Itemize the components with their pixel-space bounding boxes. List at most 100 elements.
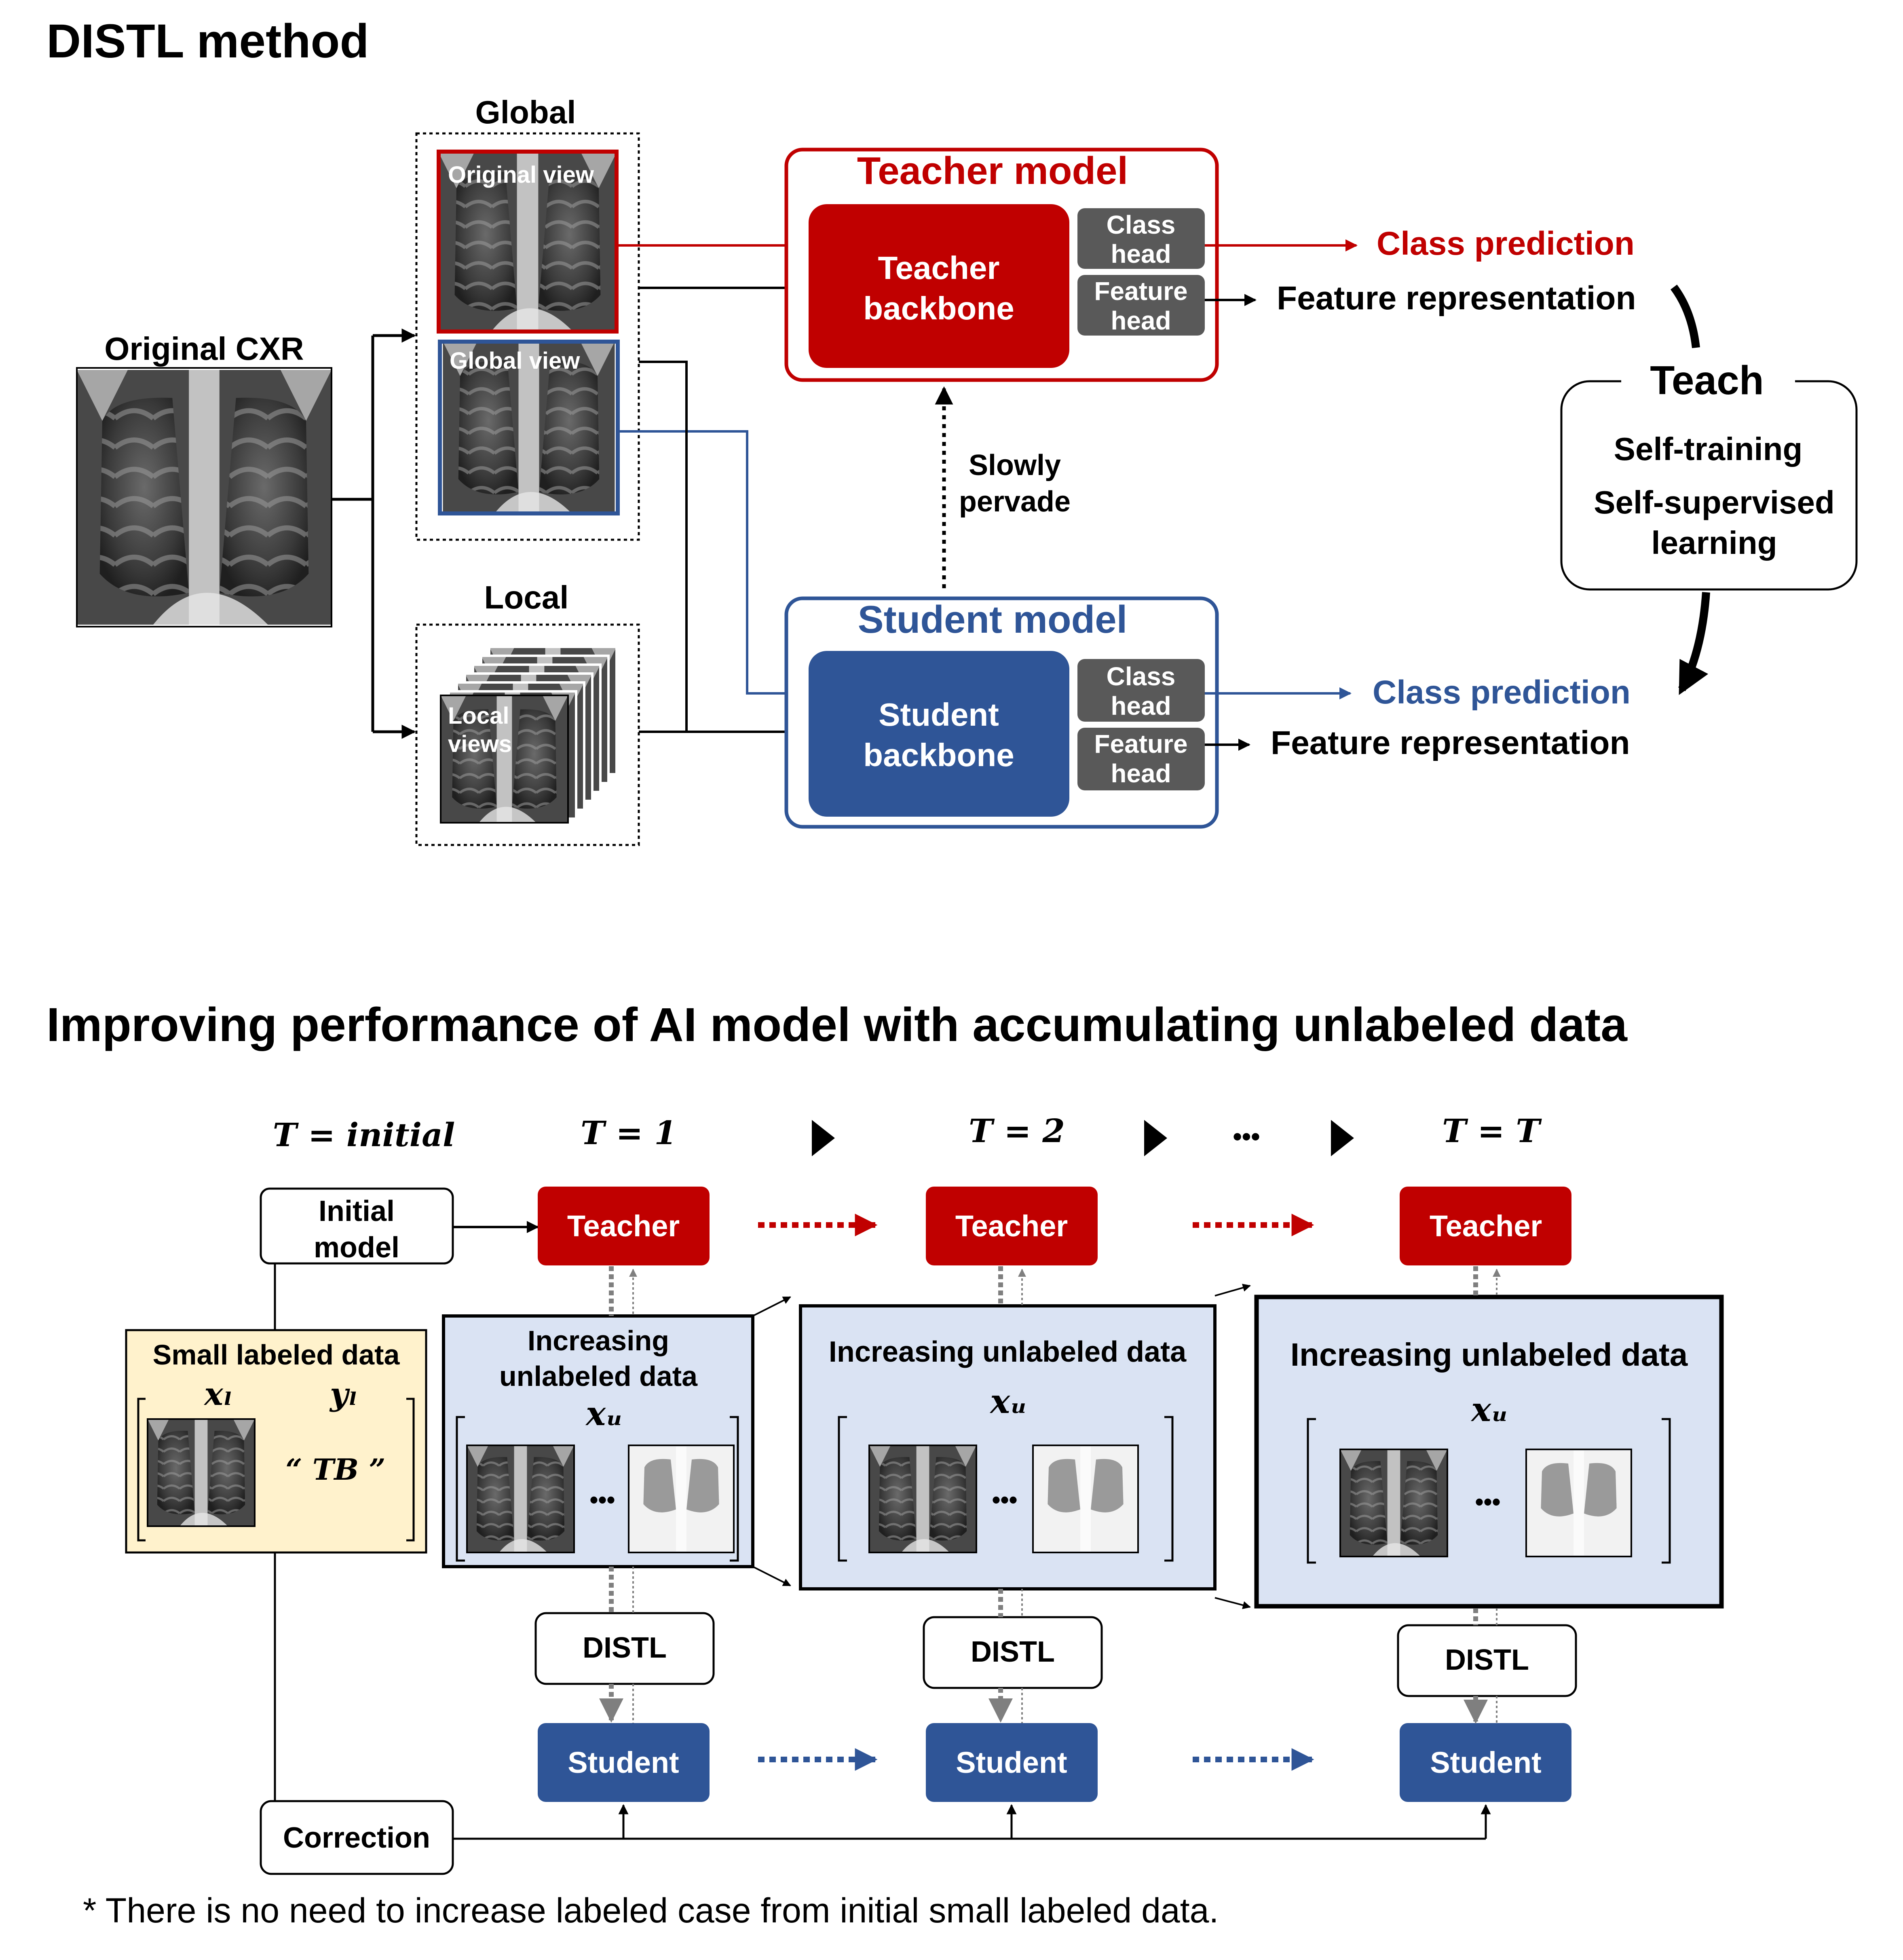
teach-item-learning: learning: [1651, 525, 1777, 561]
teach-item-self-supervised: Self-supervised: [1594, 484, 1835, 520]
student-label-t1: Student: [568, 1746, 679, 1779]
distl-box-t2: [923, 1616, 1103, 1689]
bottom-title: Improving performance of AI model with a…: [46, 998, 1628, 1052]
labeled-bracket-left: [137, 1398, 146, 1542]
top-title: DISTL method: [46, 15, 369, 68]
x-u-label-tT: xᵤ: [1470, 1390, 1508, 1429]
unlabeled-title-t2: Increasing unlabeled data: [829, 1336, 1187, 1368]
distl-label-tT: DISTL: [1445, 1644, 1529, 1676]
labeled-bracket-right: [406, 1398, 415, 1542]
correction-box: [260, 1800, 454, 1875]
student-box-t1: [538, 1723, 710, 1802]
teacher-label-tT: Teacher: [1430, 1209, 1542, 1243]
local-views-box: [415, 623, 640, 846]
time-arrow-1-icon: [812, 1120, 835, 1156]
unlabeled-title-tT: Increasing unlabeled data: [1290, 1337, 1688, 1373]
unlabeled-bracket-right-t1: [730, 1416, 739, 1562]
student-class-head-line1: Class: [1107, 662, 1176, 691]
teach-item-self-training: Self-training: [1614, 431, 1803, 467]
correction-feedback-lines: [453, 1804, 1491, 1840]
x-u-label-t2: xᵤ: [989, 1382, 1027, 1421]
x-u-label-t1: xᵤ: [585, 1394, 623, 1433]
unlabeled-bracket-right-t2: [1164, 1416, 1174, 1562]
teacher-feature-head-line1: Feature: [1094, 277, 1187, 306]
x-l-label: xₗ: [203, 1376, 232, 1413]
global-label: Global: [475, 94, 576, 130]
tb-label: “ TB ”: [285, 1452, 385, 1487]
student-feature-head: [1077, 728, 1205, 790]
correction-label: Correction: [283, 1822, 430, 1854]
teacher-label-t1: Teacher: [567, 1209, 680, 1243]
slowly-pervade-line2: pervade: [959, 486, 1071, 518]
student-class-prediction: Class prediction: [1373, 674, 1631, 711]
global-views-box: [415, 132, 640, 541]
student-feature-head-line2: head: [1111, 759, 1171, 788]
teacher-class-prediction: Class prediction: [1377, 225, 1635, 262]
slowly-pervade-line1: Slowly: [969, 449, 1061, 482]
unlabeled-dots-tT: •••: [1475, 1488, 1500, 1515]
unlabeled-xray-a-tT: [1339, 1449, 1448, 1557]
original-view-image: [437, 150, 619, 334]
vertical-links-t1: [599, 1266, 637, 1723]
original-view-label: Original view: [448, 162, 594, 188]
local-views-stack: [440, 646, 618, 824]
teach-curve-bottom-arrow: [1678, 592, 1710, 695]
student-box-tT: [1400, 1723, 1571, 1802]
teacher-label-t2: Teacher: [955, 1209, 1068, 1243]
student-label-t2: Student: [956, 1746, 1067, 1779]
unlabeled-bracket-left-t2: [838, 1416, 847, 1562]
labeled-xray-image: [147, 1418, 256, 1527]
student-feature-head-line1: Feature: [1094, 729, 1187, 758]
unlabeled-xray-b-t2: [1032, 1445, 1139, 1553]
teacher-feature-representation: Feature representation: [1277, 280, 1636, 317]
unlabeled-bracket-right-tT: [1662, 1418, 1671, 1564]
teach-title: Teach: [1650, 358, 1764, 403]
global-box-to-student-connector: [639, 361, 688, 732]
time-label-1: T = 1: [581, 1114, 677, 1152]
time-arrow-3-icon: [1331, 1120, 1354, 1156]
small-labeled-data-title: Small labeled data: [153, 1339, 400, 1371]
student-box-t2: [926, 1723, 1098, 1802]
unlabeled-title-t1-line2: unlabeled data: [499, 1360, 698, 1392]
distl-label-t1: DISTL: [583, 1632, 667, 1664]
vertical-links-t2: [988, 1266, 1026, 1723]
student-label-tT: Student: [1430, 1746, 1541, 1779]
local-views-label-line2: views: [448, 731, 512, 757]
unlabeled-bracket-left-t1: [456, 1416, 465, 1562]
y-l-label: yₗ: [329, 1376, 357, 1413]
unlabeled-growth-arrow-bottom-1: [752, 1566, 791, 1586]
global-view-image: [438, 340, 620, 515]
student-backbone-line2: backbone: [863, 737, 1014, 773]
unlabeled-dots-t2: •••: [992, 1486, 1017, 1513]
unlabeled-xray-a-t1: [466, 1445, 575, 1553]
teacher-backbone-box: [809, 204, 1069, 368]
global-view-label: Global view: [450, 348, 580, 374]
unlabeled-box-tT: [1254, 1295, 1724, 1609]
unlabeled-title-t1-line1: Increasing: [528, 1325, 669, 1356]
initial-model-line1: Initial: [319, 1195, 395, 1227]
distl-label-t2: DISTL: [971, 1636, 1055, 1668]
unlabeled-growth-arrow-top-2: [1214, 1284, 1251, 1297]
vertical-links-tT: [1464, 1266, 1501, 1724]
time-label-T: T = T: [1442, 1112, 1542, 1150]
unlabeled-xray-b-t1: [628, 1445, 735, 1553]
teacher-feature-head-line2: head: [1111, 306, 1171, 335]
original-cxr-image: [76, 367, 332, 627]
time-label-2: T = 2: [969, 1112, 1065, 1150]
initial-model-line2: model: [314, 1231, 399, 1264]
teacher-model-title: Teacher model: [857, 149, 1128, 192]
distl-box-tT: [1397, 1624, 1577, 1697]
cxr-split-connector: [332, 328, 416, 739]
teacher-class-head-line1: Class: [1107, 210, 1176, 239]
student-class-head-line2: head: [1111, 691, 1171, 720]
student-backbone-box: [809, 651, 1069, 817]
distl-box-t1: [534, 1612, 715, 1685]
unlabeled-xray-a-t2: [868, 1445, 977, 1553]
original-cxr-label: Original CXR: [104, 331, 304, 367]
unlabeled-growth-arrow-top-1: [752, 1296, 791, 1317]
student-model-title: Student model: [858, 598, 1128, 641]
time-arrow-2-icon: [1144, 1120, 1167, 1156]
global-view-to-student-arrow: [618, 430, 810, 699]
